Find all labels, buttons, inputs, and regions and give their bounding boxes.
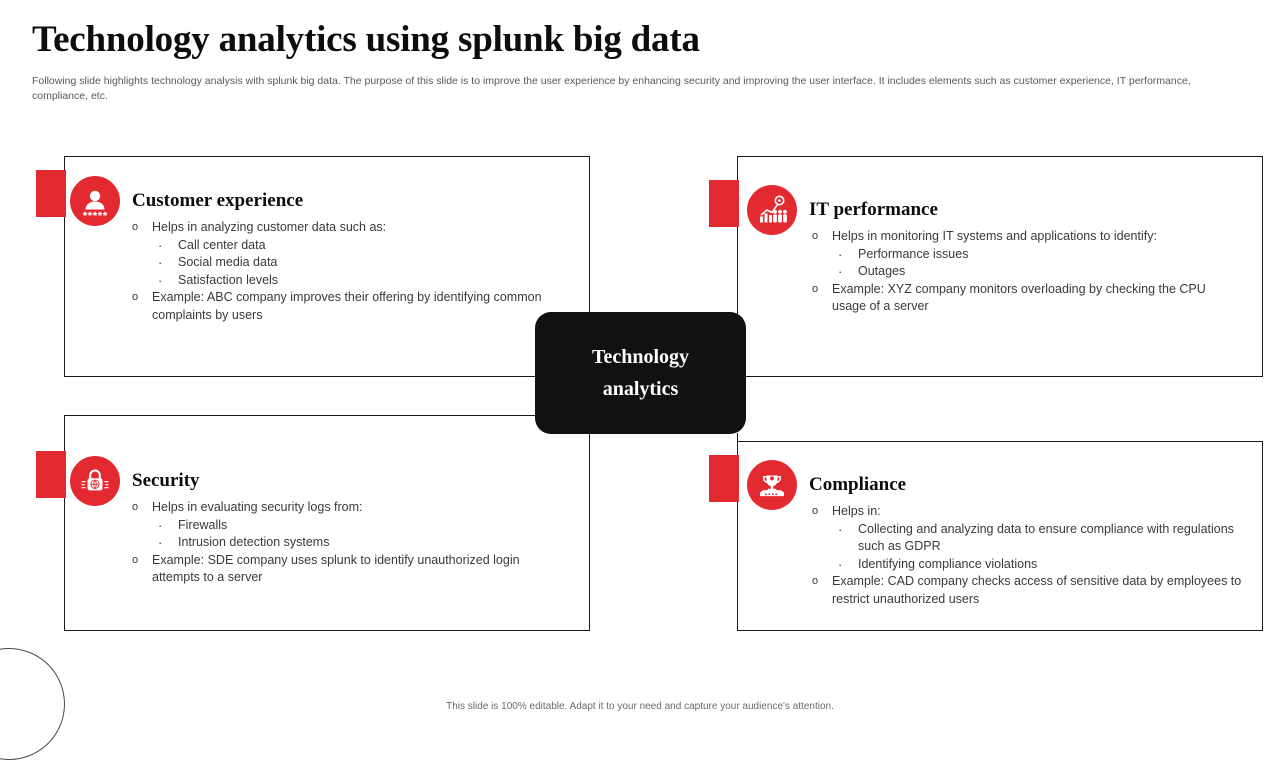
bullet-text: Social media data bbox=[178, 255, 278, 269]
card-header-compliance: Compliance bbox=[747, 460, 906, 510]
bullet-marker: o bbox=[132, 291, 139, 303]
bullet-item: o Example: CAD company checks access of … bbox=[812, 573, 1242, 608]
card-header-security: Security bbox=[70, 456, 200, 506]
card-compliance[interactable] bbox=[737, 441, 1263, 631]
card-title-it-performance: IT performance bbox=[809, 199, 938, 220]
card-header-customer-experience: Customer experience bbox=[70, 176, 303, 226]
card-it-performance[interactable] bbox=[737, 156, 1263, 377]
bullet-marker: · bbox=[838, 264, 843, 279]
card-header-it-performance: IT performance bbox=[747, 185, 938, 235]
bullet-text: Example: ABC company improves their offe… bbox=[152, 290, 542, 322]
card-title-customer-experience: Customer experience bbox=[132, 190, 304, 211]
bullet-text: Identifying compliance violations bbox=[858, 556, 1038, 571]
bullet-item: o Helps in monitoring IT systems and app… bbox=[812, 228, 1242, 246]
bullet-text: Example: CAD company checks access of se… bbox=[832, 574, 1242, 606]
padlock-globe-icon bbox=[70, 456, 120, 506]
bullet-text: Call center data bbox=[178, 237, 266, 252]
bullet-text: Satisfaction levels bbox=[178, 272, 279, 287]
trophy-badge-icon bbox=[747, 460, 797, 510]
card-customer-experience[interactable] bbox=[64, 156, 590, 377]
bullet-item: · Performance issues bbox=[838, 246, 1242, 264]
bullet-item: o Example: XYZ company monitors overload… bbox=[812, 281, 1242, 316]
bullet-marker: · bbox=[158, 237, 163, 253]
card-title-compliance: Compliance bbox=[809, 474, 907, 495]
card-security[interactable] bbox=[64, 415, 590, 631]
bullet-marker: o bbox=[812, 575, 819, 587]
bullet-text: Intrusion detection systems bbox=[178, 535, 330, 549]
bullet-item: · Social media data bbox=[158, 254, 562, 272]
center-node-line-1: Technology bbox=[591, 346, 690, 368]
page-title: Technology analytics using splunk big da… bbox=[32, 19, 700, 60]
bullet-item: o Example: ABC company improves their of… bbox=[132, 289, 562, 324]
bullet-text: Helps in: bbox=[832, 504, 881, 518]
accent-tab-it-performance bbox=[709, 180, 739, 227]
bullet-marker: · bbox=[158, 272, 163, 288]
bullet-marker: o bbox=[132, 553, 139, 566]
bullet-text: Helps in analyzing customer data such as… bbox=[152, 220, 387, 234]
page-subtitle: Following slide highlights technology an… bbox=[32, 75, 1191, 102]
center-node-line-2: analytics bbox=[602, 378, 679, 400]
bullet-marker: o bbox=[132, 221, 139, 233]
bar-chart-growth-people-icon bbox=[747, 185, 797, 235]
bullet-item: · Collecting and analyzing data to ensur… bbox=[838, 521, 1242, 556]
bullet-marker: · bbox=[838, 246, 843, 262]
bullet-text: Helps in monitoring IT systems and appli… bbox=[832, 229, 1157, 243]
bullet-item: · Outages bbox=[838, 263, 1242, 281]
accent-tab-security bbox=[36, 451, 66, 498]
customer-avatar-rating-icon bbox=[70, 176, 120, 226]
bullet-item: · Firewalls bbox=[158, 517, 562, 535]
bullet-text: Firewalls bbox=[178, 517, 228, 532]
bullet-marker: · bbox=[838, 521, 843, 537]
bullet-marker: · bbox=[158, 517, 163, 533]
bullet-marker: · bbox=[158, 535, 163, 550]
bullet-text: Helps in evaluating security logs from: bbox=[152, 500, 363, 514]
accent-tab-compliance bbox=[709, 455, 739, 502]
bullet-marker: o bbox=[812, 230, 819, 242]
card-title-security: Security bbox=[132, 470, 200, 491]
bullets-compliance: o Helps in: · Collecting and analyzing d… bbox=[812, 503, 1242, 608]
bullets-it-performance: o Helps in monitoring IT systems and app… bbox=[812, 228, 1242, 316]
bullet-item: · Intrusion detection systems bbox=[158, 534, 562, 552]
bullet-marker: · bbox=[158, 255, 163, 270]
bullet-text: Example: SDE company uses splunk to iden… bbox=[152, 552, 520, 585]
bullet-item: · Call center data bbox=[158, 237, 562, 255]
bullet-text: Collecting and analyzing data to ensure … bbox=[858, 521, 1234, 554]
center-node-technology-analytics[interactable]: Technology analytics bbox=[535, 312, 746, 434]
slide-footer-note: This slide is 100% editable. Adapt it to… bbox=[446, 701, 834, 712]
bullet-item: o Helps in: bbox=[812, 503, 1242, 521]
bullet-item: · Satisfaction levels bbox=[158, 272, 562, 290]
bullet-marker: o bbox=[132, 501, 139, 513]
bullet-item: o Helps in analyzing customer data such … bbox=[132, 219, 562, 237]
bullet-text: Outages bbox=[858, 264, 906, 278]
accent-tab-customer-experience bbox=[36, 170, 66, 217]
bullets-security: o Helps in evaluating security logs from… bbox=[132, 499, 562, 587]
slide-canvas: Technology analytics using splunk big da… bbox=[0, 19, 1263, 760]
bullets-customer-experience: o Helps in analyzing customer data such … bbox=[132, 219, 562, 324]
bullet-marker: · bbox=[838, 556, 843, 572]
bullet-item: o Helps in evaluating security logs from… bbox=[132, 499, 562, 517]
bullet-marker: o bbox=[812, 505, 819, 517]
bullet-item: · Identifying compliance violations bbox=[838, 556, 1242, 574]
bullet-text: Performance issues bbox=[858, 246, 969, 261]
bullet-text: Example: XYZ company monitors overloadin… bbox=[832, 281, 1206, 314]
bullet-item: o Example: SDE company uses splunk to id… bbox=[132, 552, 562, 587]
bullet-marker: o bbox=[812, 282, 819, 295]
